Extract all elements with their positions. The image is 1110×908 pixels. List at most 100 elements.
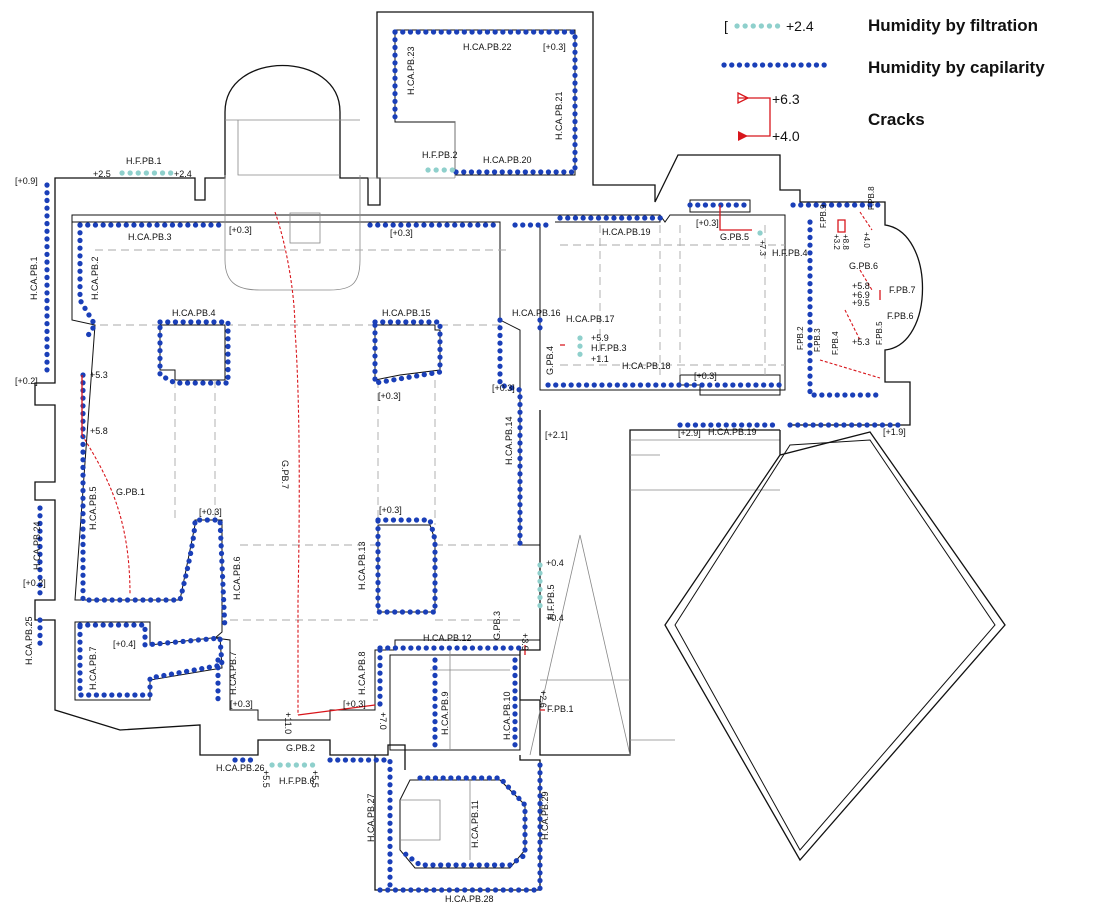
label-hca-pb-17: H.CA.PB.17: [566, 314, 615, 324]
measure-11: +1.1: [591, 354, 609, 364]
level-03-pier: [+0.3]: [378, 391, 401, 401]
label-g-pb-7: G.PB.7: [280, 460, 290, 489]
legend-filtration-value: +2.4: [786, 18, 814, 34]
label-hca-pb-4: H.CA.PB.4: [172, 308, 216, 318]
label-f-pb-4: F.PB.4: [831, 331, 840, 355]
level-02-lower: [+0.2]: [23, 578, 46, 588]
label-hca-pb-21: H.CA.PB.21: [554, 91, 564, 140]
measure-04-lower: +0.4: [546, 613, 564, 623]
measure-59: +5.9: [591, 333, 609, 343]
level-03-bottom-mid: [+0.3]: [343, 699, 366, 709]
legend: [ +2.4 Humidity by filtration Humidity b…: [721, 16, 1045, 144]
label-hca-pb-18: H.CA.PB.18: [622, 361, 671, 371]
measure-53-right: +5.3: [852, 337, 870, 347]
measure-69: +6.9: [852, 290, 870, 300]
measure-58-right: +5.8: [852, 281, 870, 291]
label-hf-pb-1: H.F.PB.1: [126, 156, 162, 166]
label-g-pb-2: G.PB.2: [286, 743, 315, 753]
legend-cracks-symbol: [738, 97, 771, 137]
label-hca-pb-19-bottom: H.CA.PB.19: [708, 427, 757, 437]
label-f-pb-3: F.PB.3: [813, 328, 822, 352]
label-hca-pb-6: H.CA.PB.6: [232, 556, 242, 600]
label-hca-pb-29: H.CA.PB.29: [540, 791, 550, 840]
level-03-tower: [+0.3]: [543, 42, 566, 52]
label-hca-pb-9: H.CA.PB.9: [440, 691, 450, 735]
label-hca-pb-5: H.CA.PB.5: [88, 486, 98, 530]
legend-capillarity-label: Humidity by capilarity: [868, 58, 1045, 77]
measure-55-left: +5.5: [261, 770, 271, 788]
crack-lines: [81, 205, 881, 716]
legend-cracks-value-top: +6.3: [772, 91, 800, 107]
measurement-values: +2.5 +2.4 +5.3 +5.8 +5.9 +1.1 +5.8 +6.9 …: [90, 169, 871, 788]
measure-73: +7.3: [758, 240, 767, 256]
measure-40: +4.0: [862, 232, 871, 248]
measure-04-upper: +0.4: [546, 558, 564, 568]
label-hca-pb-12: H.CA.PB.12: [423, 633, 472, 643]
filtration-zones: [119, 167, 771, 768]
label-hca-pb-3: H.CA.PB.3: [128, 232, 172, 242]
label-hca-pb-8: H.CA.PB.8: [357, 651, 367, 695]
label-hca-pb-27: H.CA.PB.27: [366, 793, 376, 842]
zone-labels: H.CA.PB.1 H.CA.PB.2 H.CA.PB.3 H.CA.PB.4 …: [24, 42, 916, 904]
level-03-chapel: [+0.3]: [696, 218, 719, 228]
label-hca-pb-16: H.CA.PB.16: [512, 308, 561, 318]
measure-32: +3.2: [832, 234, 841, 250]
level-03-mid: [+0.3]: [492, 383, 515, 393]
label-hca-pb-22: H.CA.PB.22: [463, 42, 512, 52]
legend-cracks-label: Cracks: [868, 110, 925, 129]
level-03-left: [+0.3]: [199, 507, 222, 517]
label-hca-pb-7-right: H.CA.PB.7: [228, 651, 238, 695]
legend-cracks-value-bottom: +4.0: [772, 128, 800, 144]
measure-24: +2.4: [174, 169, 192, 179]
label-hca-pb-23: H.CA.PB.23: [406, 46, 416, 95]
label-hca-pb-28: H.CA.PB.28: [445, 894, 494, 904]
label-hca-pb-26: H.CA.PB.26: [216, 763, 265, 773]
measure-110: +11.0: [283, 712, 293, 734]
measure-70: +7.0: [378, 712, 388, 730]
level-03-bottom-pier: [+0.3]: [379, 505, 402, 515]
label-hca-pb-10: H.CA.PB.10: [502, 691, 512, 740]
label-hf-pb-2: H.F.PB.2: [422, 150, 458, 160]
label-hf-pb-5: H.F.PB.5: [546, 584, 556, 620]
measure-53-left: +5.3: [90, 370, 108, 380]
label-hca-pb-19-top: H.CA.PB.19: [602, 227, 651, 237]
label-g-pb-3: G.PB.3: [492, 611, 502, 640]
label-hca-pb-7-left: H.CA.PB.7: [88, 646, 98, 690]
measure-26: +2.6: [538, 690, 548, 708]
level-19: [+1.9]: [883, 427, 906, 437]
label-f-pb-9: F.PB.9: [819, 204, 828, 228]
measure-25: +2.5: [93, 169, 111, 179]
label-hca-pb-11: H.CA.PB.11: [470, 800, 480, 848]
label-g-pb-5: G.PB.5: [720, 232, 749, 242]
level-02-upper: [+0.2]: [15, 376, 38, 386]
label-f-pb-2: F.PB.2: [796, 326, 805, 350]
level-21: [+2.1]: [545, 430, 568, 440]
pier-top-left: [159, 324, 226, 381]
label-hca-pb-2: H.CA.PB.2: [90, 256, 100, 300]
label-g-pb-4: G.PB.4: [545, 346, 555, 375]
legend-filtration-label: Humidity by filtration: [868, 16, 1038, 35]
measure-88: +8.8: [841, 234, 850, 250]
label-hca-pb-14: H.CA.PB.14: [504, 416, 514, 465]
label-f-pb-5: F.PB.5: [875, 321, 884, 345]
label-hca-pb-13: H.CA.PB.13: [357, 541, 367, 590]
level-09: [+0.9]: [15, 176, 38, 186]
measure-39: +3.9: [520, 633, 530, 651]
label-hf-pb-4-chapel: H.F.PB.4: [772, 248, 808, 258]
label-hca-pb-1: H.CA.PB.1: [29, 256, 39, 300]
level-04: [+0.4]: [113, 639, 136, 649]
level-03-bottom-left: [+0.3]: [230, 699, 253, 709]
pier-bottom-middle: [377, 524, 436, 613]
measure-58-left: +5.8: [90, 426, 108, 436]
label-f-pb-6: F.PB.6: [887, 311, 914, 321]
legend-bracket: [: [724, 18, 728, 34]
level-03-center: [+0.3]: [390, 228, 413, 238]
label-g-pb-6: G.PB.6: [849, 261, 878, 271]
measure-55-right: +5.5: [310, 770, 320, 788]
label-hca-pb-20: H.CA.PB.20: [483, 155, 532, 165]
label-f-pb-8: F.PB.8: [867, 186, 876, 210]
measure-95: +9.5: [852, 298, 870, 308]
label-hca-pb-15: H.CA.PB.15: [382, 308, 431, 318]
label-hf-pb-6: H.F.PB.6: [279, 776, 315, 786]
